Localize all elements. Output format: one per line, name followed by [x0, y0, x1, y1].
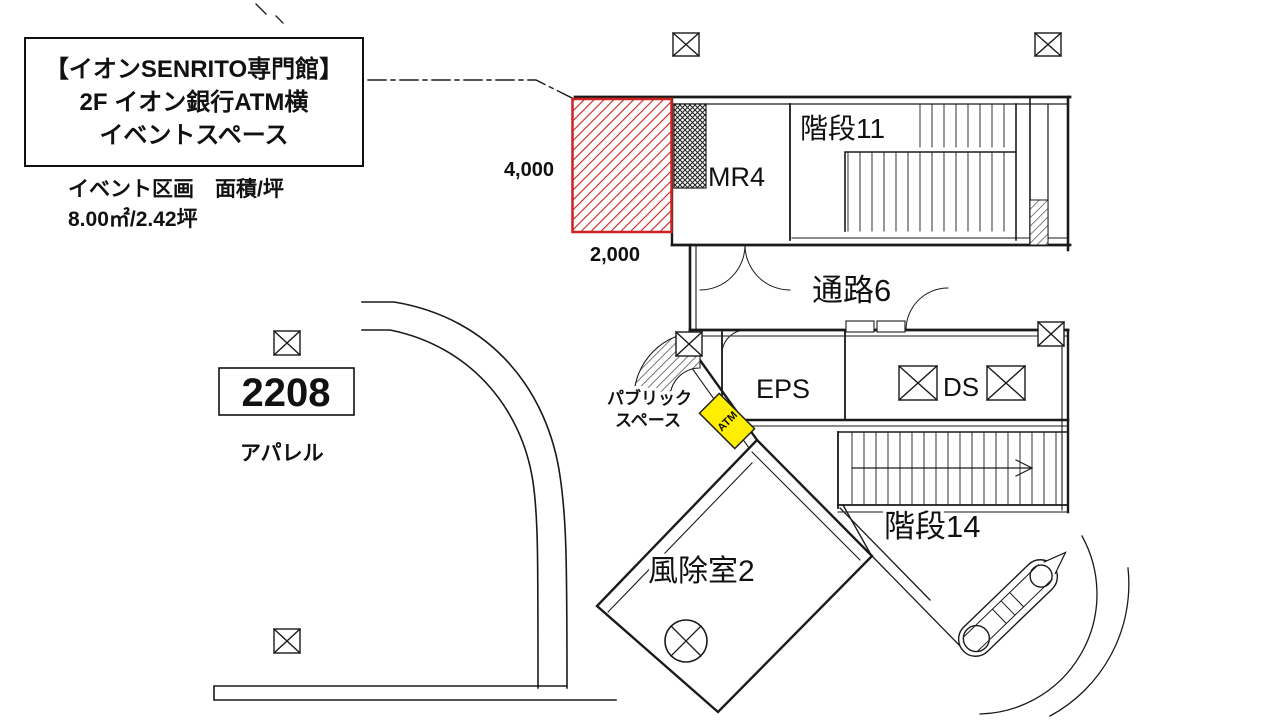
tick-marks: [255, 3, 284, 24]
title-line-1: 【イオンSENRITO専門館】: [45, 55, 343, 83]
walkway-inner-curve: [361, 329, 539, 689]
dimension-vertical: 4,000: [504, 159, 554, 181]
tenant-number-box: [218, 367, 355, 416]
event-space-area: [571, 97, 673, 234]
stairs11-treads-upper: [919, 103, 1005, 148]
label-eps: EPS: [756, 374, 810, 404]
title-line-3: イベントスペース: [99, 122, 288, 149]
column-marker-icon: [273, 32, 1065, 654]
column-circle-icon: [664, 619, 708, 663]
property-dashdot-line: [367, 79, 573, 99]
area-label: イベント区画 面積/坪: [68, 178, 284, 201]
mr4-shaft-hatch: [673, 103, 707, 189]
walkway-outer-curve: [361, 301, 568, 689]
double-door-arc-right: [744, 244, 791, 291]
title-box: [24, 37, 364, 167]
stairs11-treads-lower: [847, 151, 1005, 232]
tenant-name: アパレル: [240, 442, 324, 465]
atm-booth: ATM: [698, 392, 756, 450]
tenant-number: 2208: [242, 371, 331, 415]
ds-shaft-icon: [898, 365, 1026, 401]
vestibule-outline: [595, 438, 874, 714]
label-corridor-6: 通路6: [812, 273, 891, 308]
door-arc-eps: [721, 329, 747, 355]
label-public-space-1: パブリック: [607, 388, 692, 408]
label-stairs-11: 階段11: [800, 113, 885, 144]
label-vestibule-2: 風除室2: [648, 555, 755, 588]
area-value: 8.00㎡/2.42坪: [68, 207, 198, 231]
stairs14-direction-arrow: [851, 459, 1034, 477]
label-mr4: MR4: [708, 162, 765, 192]
dimension-horizontal: 2,000: [590, 244, 640, 266]
turning-radius-arcs: [979, 535, 1130, 717]
escalator-symbol-icon: [957, 551, 1067, 657]
service-shaft-hatch: [1029, 199, 1049, 246]
label-stairs-14: 階段14: [884, 509, 980, 544]
double-door-arc-left: [699, 244, 746, 291]
label-public-space-2: スペース: [615, 411, 681, 430]
door-arc-corridor: [905, 287, 949, 331]
title-line-2: 2F イオン銀行ATM横: [80, 88, 310, 116]
label-ds: DS: [943, 372, 979, 402]
